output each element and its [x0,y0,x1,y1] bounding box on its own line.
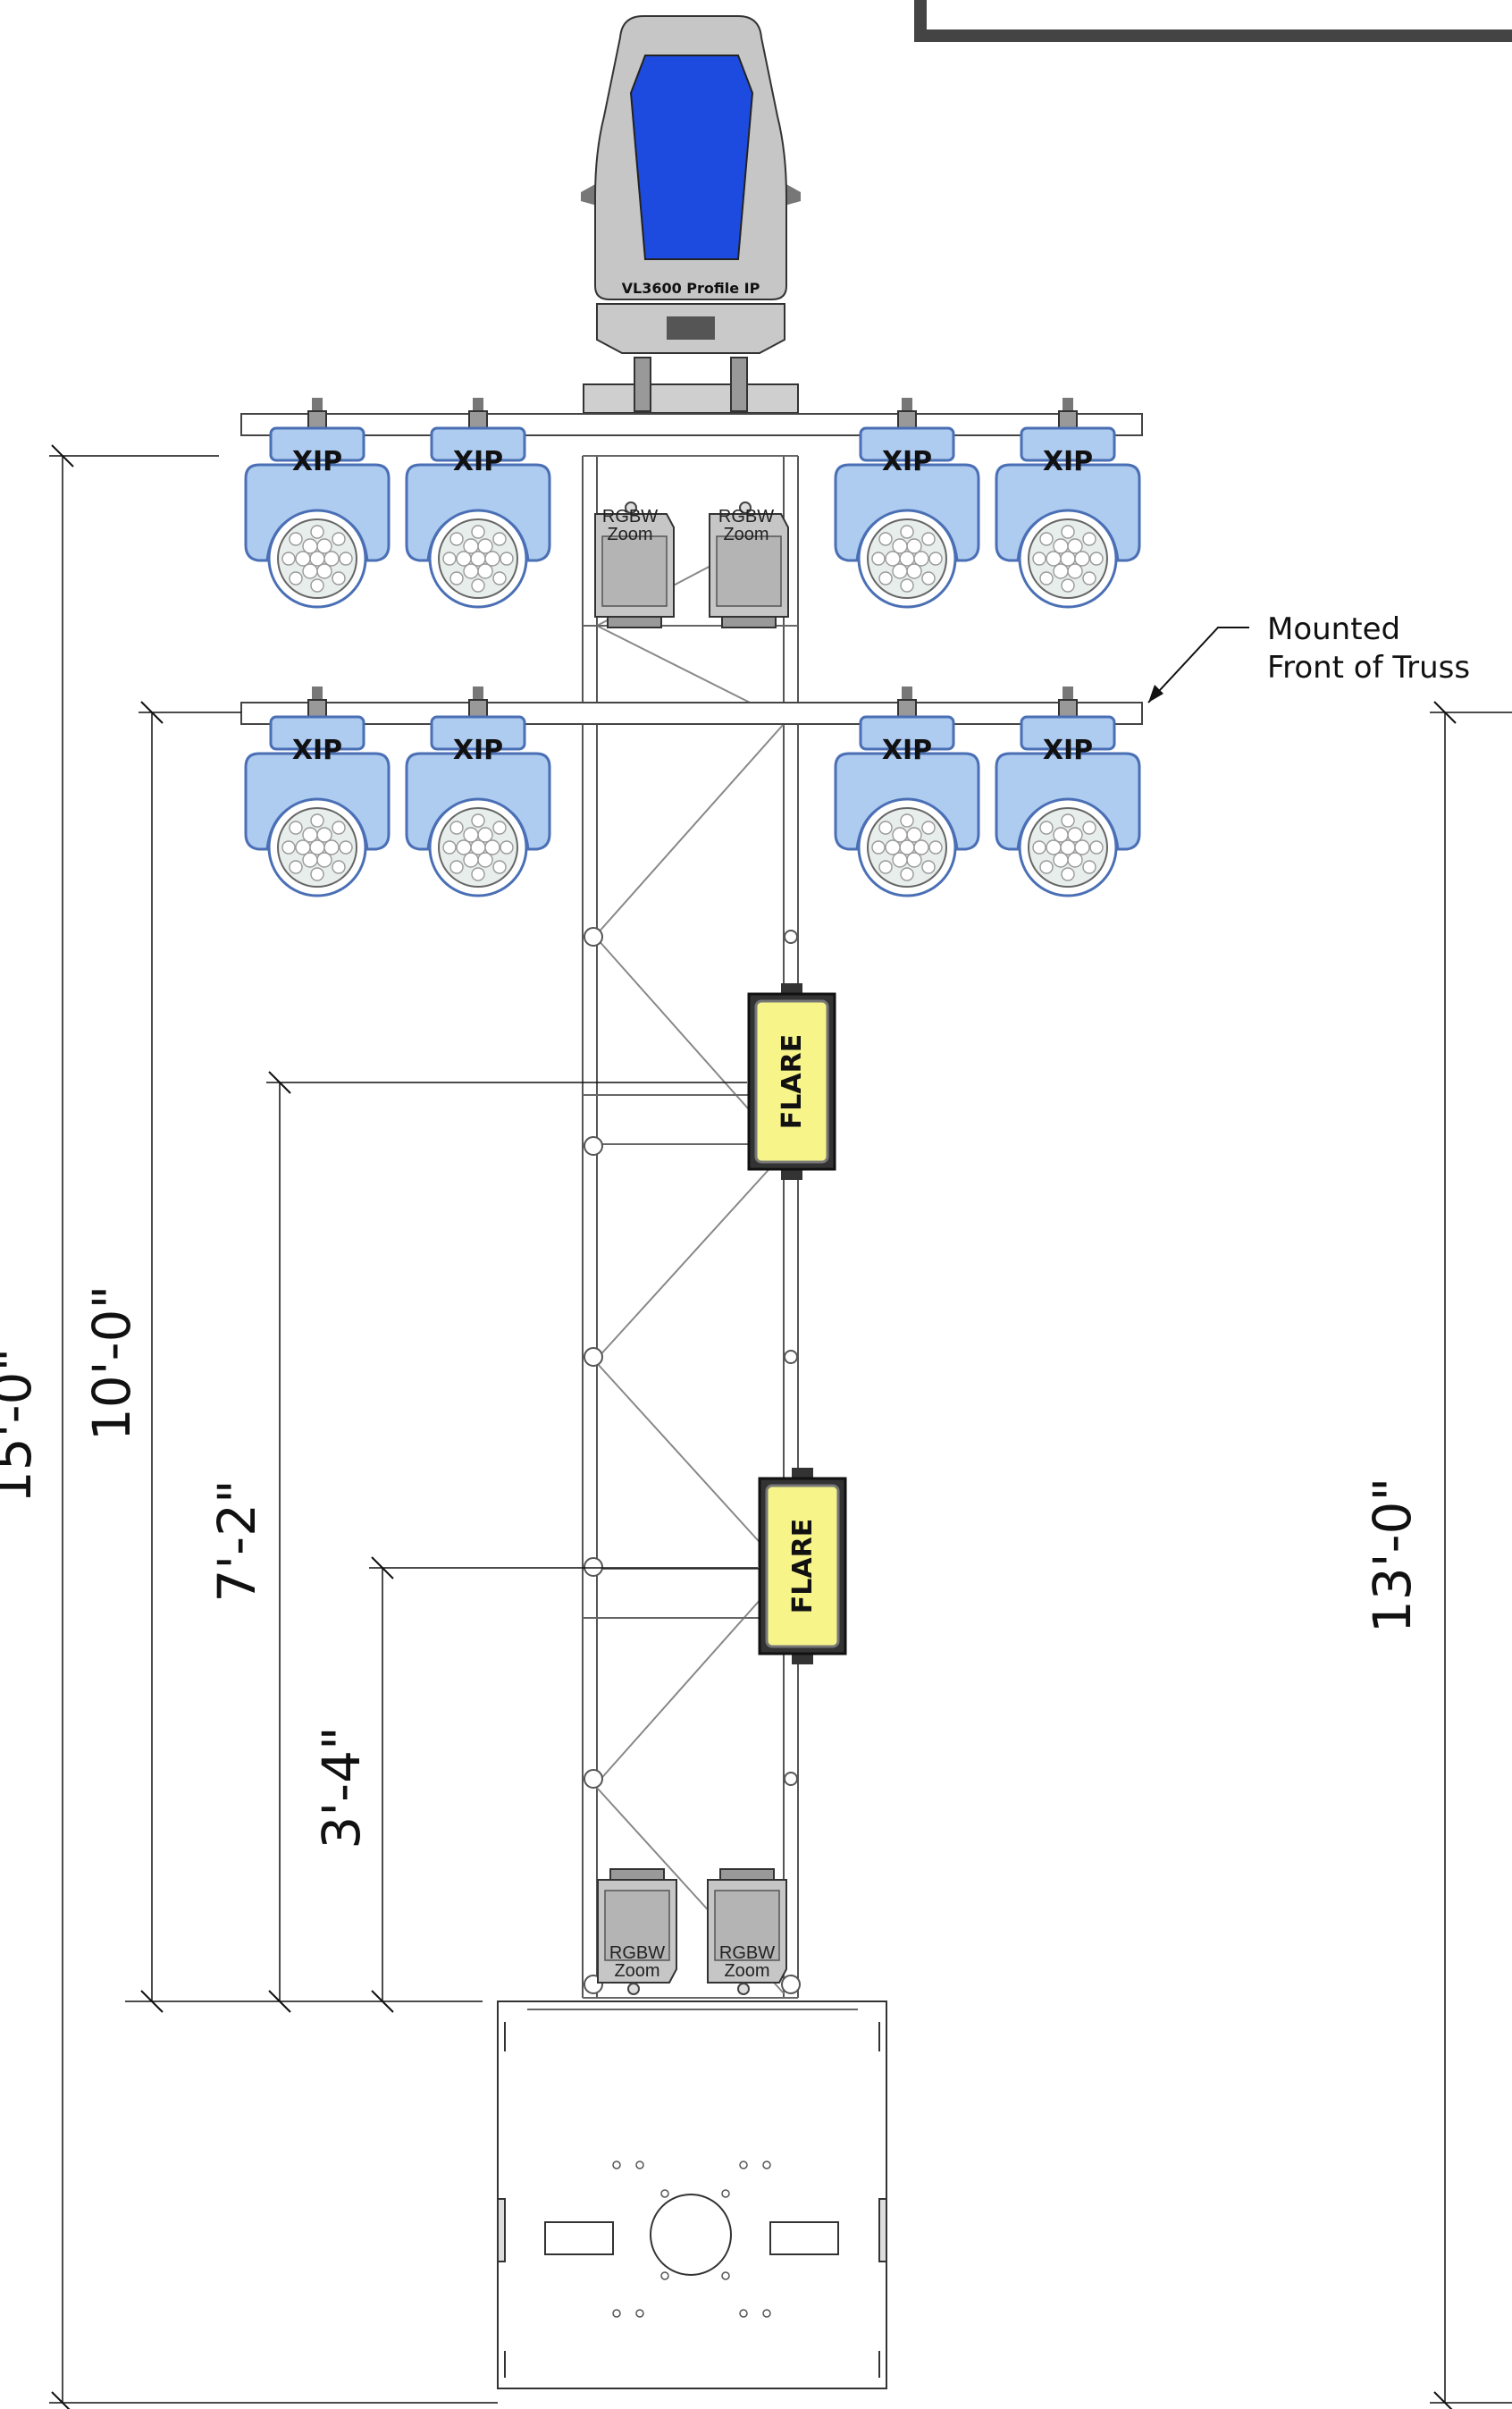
flare-upper: FLARE [747,981,836,1182]
svg-text:RGBW: RGBW [609,1943,665,1963]
svg-text:RGBW: RGBW [602,507,658,526]
rgbw-zoom-bottom-right: RGBW Zoom [707,1868,787,1995]
callout-line-2: Front of Truss [1267,650,1470,686]
callout-line-1: Mounted [1267,611,1400,647]
xip-label: XIP [882,735,932,766]
xip-fixture-lower-2: XIP [405,685,551,897]
rgbw-zoom-bottom-left: RGBW Zoom [597,1868,677,1995]
xip-label: XIP [292,735,342,766]
xip-label: XIP [1043,446,1093,477]
svg-text:RGBW: RGBW [719,1943,775,1963]
dim-right-height: 13'-0" [1362,1478,1423,1633]
xip-fixture-upper-3: XIP [834,396,980,609]
upper-pipe [240,413,1143,436]
xip-label: XIP [453,446,503,477]
front-of-truss-callout: Mounted Front of Truss [1147,611,1470,703]
svg-text:Zoom: Zoom [614,1961,659,1981]
flare-lower: FLARE [758,1466,847,1666]
svg-text:Zoom: Zoom [723,525,769,544]
xip-fixture-lower-1: XIP [244,685,391,897]
truss-tower [582,455,801,1999]
xip-label: XIP [453,735,503,766]
truss-base [497,2000,887,2389]
svg-text:RGBW: RGBW [718,507,774,526]
flare-label: FLARE [787,1519,819,1613]
xip-fixture-lower-4: XIP [995,685,1141,897]
vl3600-label: VL3600 Profile IP [622,280,760,297]
frame-corner [914,0,1512,42]
dim-overall-left: 15'-0" [0,1348,43,1504]
svg-text:Zoom: Zoom [724,1961,769,1981]
vl3600-fixture: VL3600 Profile IP [581,15,801,414]
svg-text:Zoom: Zoom [607,525,652,544]
flare-label: FLARE [777,1034,808,1129]
rgbw-zoom-top-left: RGBW Zoom [594,501,675,628]
xip-label: XIP [882,446,932,477]
xip-label: XIP [292,446,342,477]
dim-flare-lower: 3'-4" [311,1726,372,1849]
xip-label: XIP [1043,735,1093,766]
dim-truss-top: 10'-0" [81,1285,142,1441]
xip-fixture-lower-3: XIP [834,685,980,897]
rgbw-zoom-top-right: RGBW Zoom [709,501,789,628]
lower-pipe [240,702,1143,725]
dimension-lines [49,455,1512,2404]
xip-fixture-upper-2: XIP [405,396,551,609]
dim-flare-upper: 7'-2" [206,1479,267,1602]
xip-fixture-upper-4: XIP [995,396,1141,609]
xip-fixture-upper-1: XIP [244,396,391,609]
